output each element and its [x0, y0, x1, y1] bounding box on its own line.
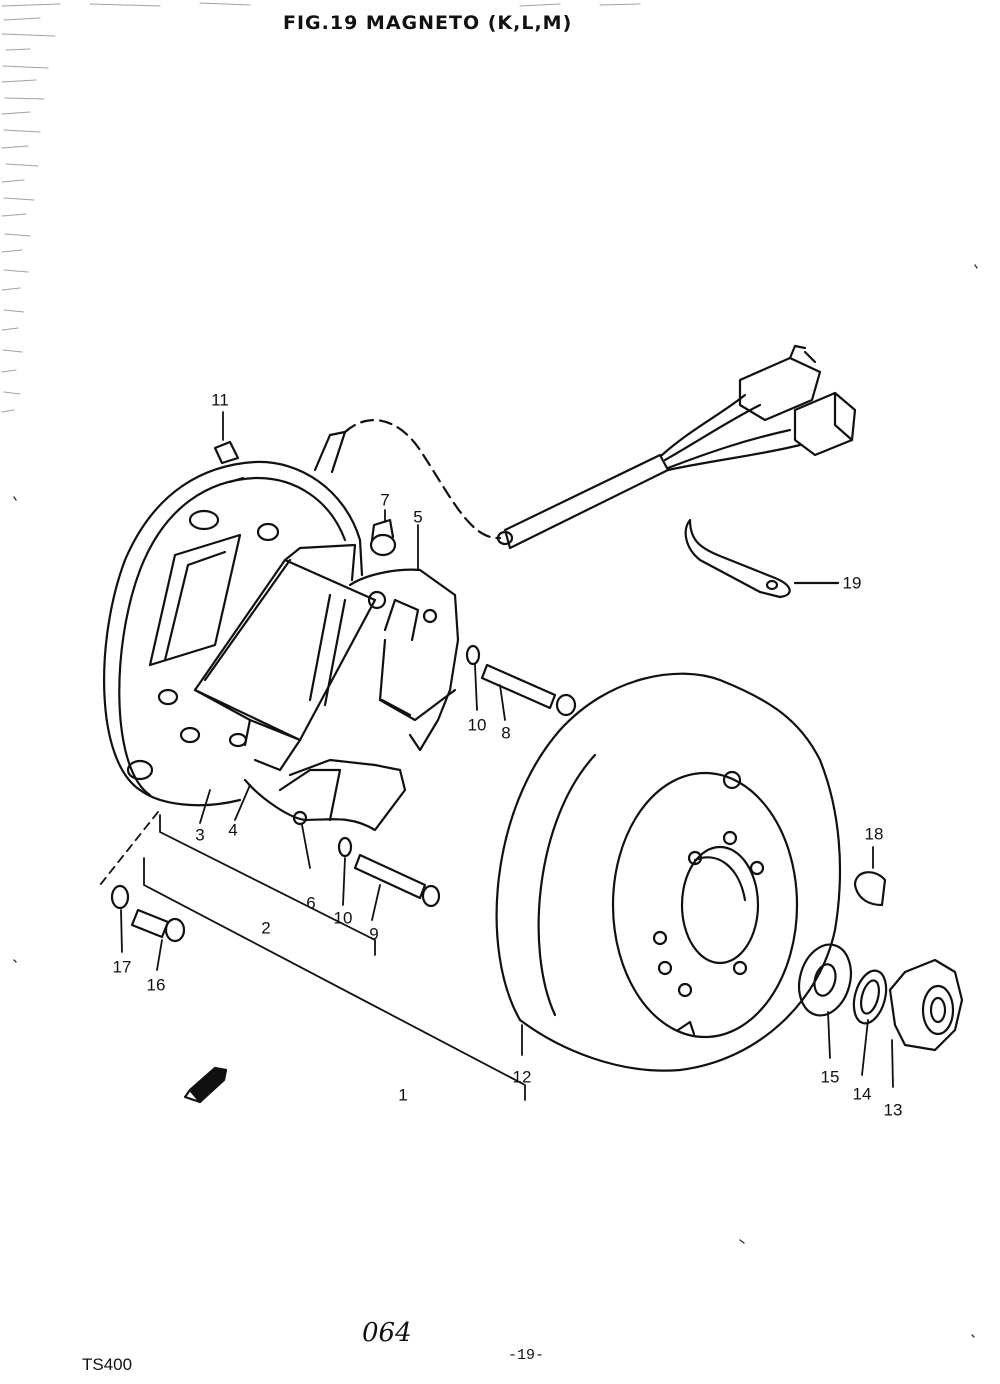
catalog-code: 064 — [362, 1318, 412, 1348]
pulser-coil — [243, 758, 407, 832]
direction-arrow-icon — [183, 1066, 228, 1104]
callout-3: 3 — [195, 825, 205, 845]
washer-15 — [798, 943, 852, 1017]
callout-16: 16 — [146, 975, 166, 995]
nut-13 — [888, 958, 964, 1052]
stator-base-plate — [103, 460, 364, 807]
exciter-coil — [348, 568, 460, 752]
clamp-plate — [684, 518, 840, 599]
callout-4: 4 — [228, 820, 238, 840]
lighting-coil — [193, 543, 377, 772]
callout-12: 12 — [512, 1067, 532, 1087]
callout-5: 5 — [413, 507, 423, 527]
callout-9: 9 — [369, 924, 379, 944]
model-name: TS400 — [82, 1355, 133, 1374]
callout-14: 14 — [852, 1084, 872, 1104]
callout-8: 8 — [501, 723, 511, 743]
page-number: -19- — [508, 1347, 545, 1364]
hardware — [110, 440, 577, 943]
woodruff-key — [853, 871, 887, 907]
leader-lines — [99, 411, 894, 1101]
callout-6: 6 — [306, 893, 316, 913]
figure-title: FIG.19 MAGNETO (K,L,M) — [283, 12, 573, 34]
callout-19: 19 — [842, 573, 862, 593]
callout-18: 18 — [864, 824, 884, 844]
lock-washer-14 — [852, 969, 888, 1025]
callout-2: 2 — [261, 918, 271, 938]
callout-10-upper: 10 — [467, 715, 487, 735]
callout-10-lower: 10 — [333, 908, 353, 928]
callout-13: 13 — [883, 1100, 903, 1120]
callout-11: 11 — [211, 390, 229, 410]
callout-7: 7 — [380, 490, 390, 510]
callout-17: 17 — [112, 957, 132, 977]
rotor-flywheel — [495, 672, 842, 1072]
callout-15: 15 — [820, 1067, 840, 1087]
callout-1: 1 — [398, 1085, 408, 1105]
lead-wire-assembly — [313, 344, 857, 550]
scan-noise — [1, 2, 641, 413]
